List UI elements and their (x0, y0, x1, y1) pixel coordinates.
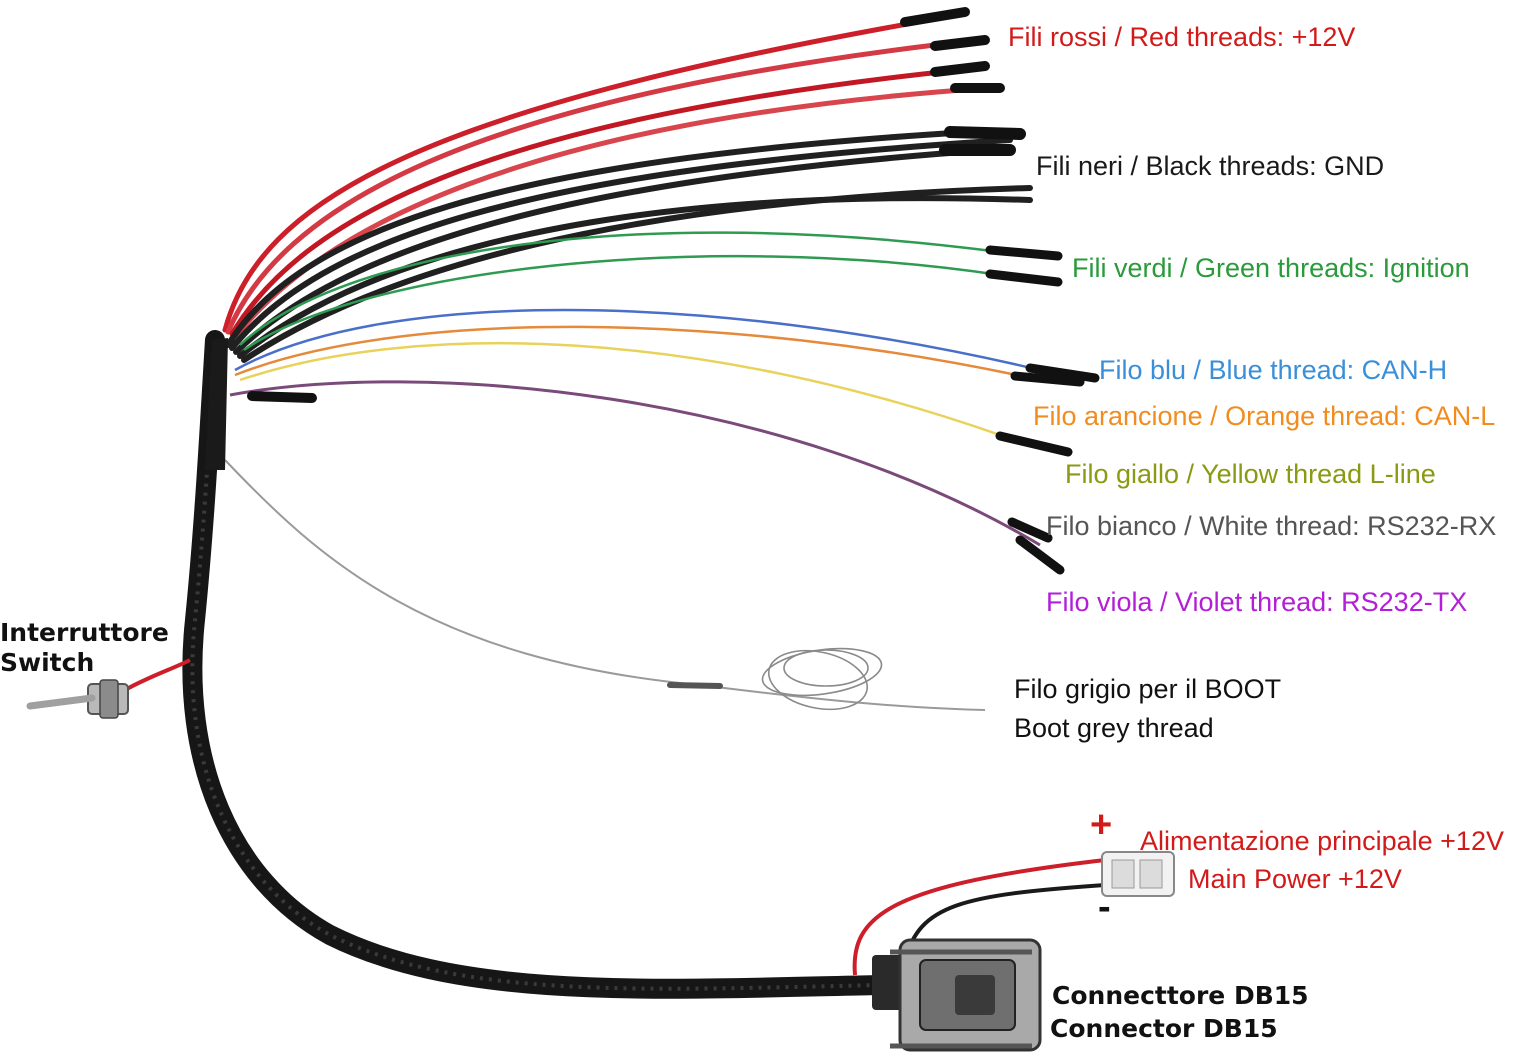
green-wire (243, 254, 1001, 352)
violet-wire-pin (1015, 535, 1065, 575)
black-wire (229, 137, 1013, 351)
green-wires-label: Fili verdi / Green threads: Ignition (1072, 253, 1470, 283)
switch-label-line1: Interruttore (0, 618, 169, 647)
green-wire (239, 231, 1001, 346)
connector-sleeve (247, 391, 317, 403)
black-wire-pins (939, 126, 1026, 156)
black-wires-label: Fili neri / Black threads: GND (1036, 151, 1385, 181)
black-wire (241, 185, 1033, 363)
boot-wire-label-line1: Filo grigio per il BOOT (1014, 674, 1282, 704)
minus-sign: - (1098, 886, 1111, 928)
red-wire (229, 67, 963, 337)
violet-wire (229, 380, 1041, 547)
grey-boot-wire (224, 459, 986, 711)
connector-label-line2: Connector DB15 (1050, 1014, 1278, 1043)
violet-wire-label: Filo viola / Violet thread: RS232-TX (1046, 587, 1468, 617)
red-wires-label: Fili rossi / Red threads: +12V (1008, 22, 1356, 52)
hub-sleeve (205, 338, 228, 470)
main-braided-cable (182, 330, 890, 999)
orange-wire (234, 325, 1041, 382)
power-red-wire (852, 858, 1106, 976)
blue-wire-pin (1025, 363, 1100, 383)
orange-wire-label: Filo arancione / Orange thread: CAN-L (1033, 401, 1496, 431)
yellow-wire-label: Filo giallo / Yellow thread L-line (1065, 459, 1436, 489)
red-wire (225, 39, 963, 335)
power-connector-plug (1101, 851, 1175, 897)
white-wire-label: Filo bianco / White thread: RS232-RX (1046, 511, 1497, 541)
orange-wire-pin (1010, 371, 1085, 387)
red-wire (222, 17, 933, 333)
plus-sign: + (1090, 804, 1113, 846)
db15-connector (872, 938, 1042, 1052)
blue-wire-label: Filo blu / Blue thread: CAN-H (1099, 355, 1448, 385)
yellow-wire (239, 341, 1001, 437)
red-wire-pins (900, 7, 1005, 93)
connector-label-line1: Connecttore DB15 (1052, 981, 1309, 1010)
switch-red-wire (124, 658, 191, 692)
white-wire-pin (1007, 517, 1053, 543)
black-wires (225, 129, 1033, 363)
toggle-switch (26, 679, 129, 719)
blue-wire (234, 308, 1041, 372)
power-label-line2: Main Power +12V (1188, 864, 1402, 894)
yellow-wire-pin (995, 431, 1073, 457)
green-wire-pins (985, 245, 1063, 287)
power-label-line1: Alimentazione principale +12V (1140, 826, 1504, 856)
black-wire (225, 129, 973, 348)
boot-wire-label-line2: Boot grey thread (1014, 713, 1214, 743)
green-wires (239, 231, 1001, 352)
grey-boot-wire-coil (761, 647, 883, 711)
switch-label-line2: Switch (0, 648, 95, 677)
